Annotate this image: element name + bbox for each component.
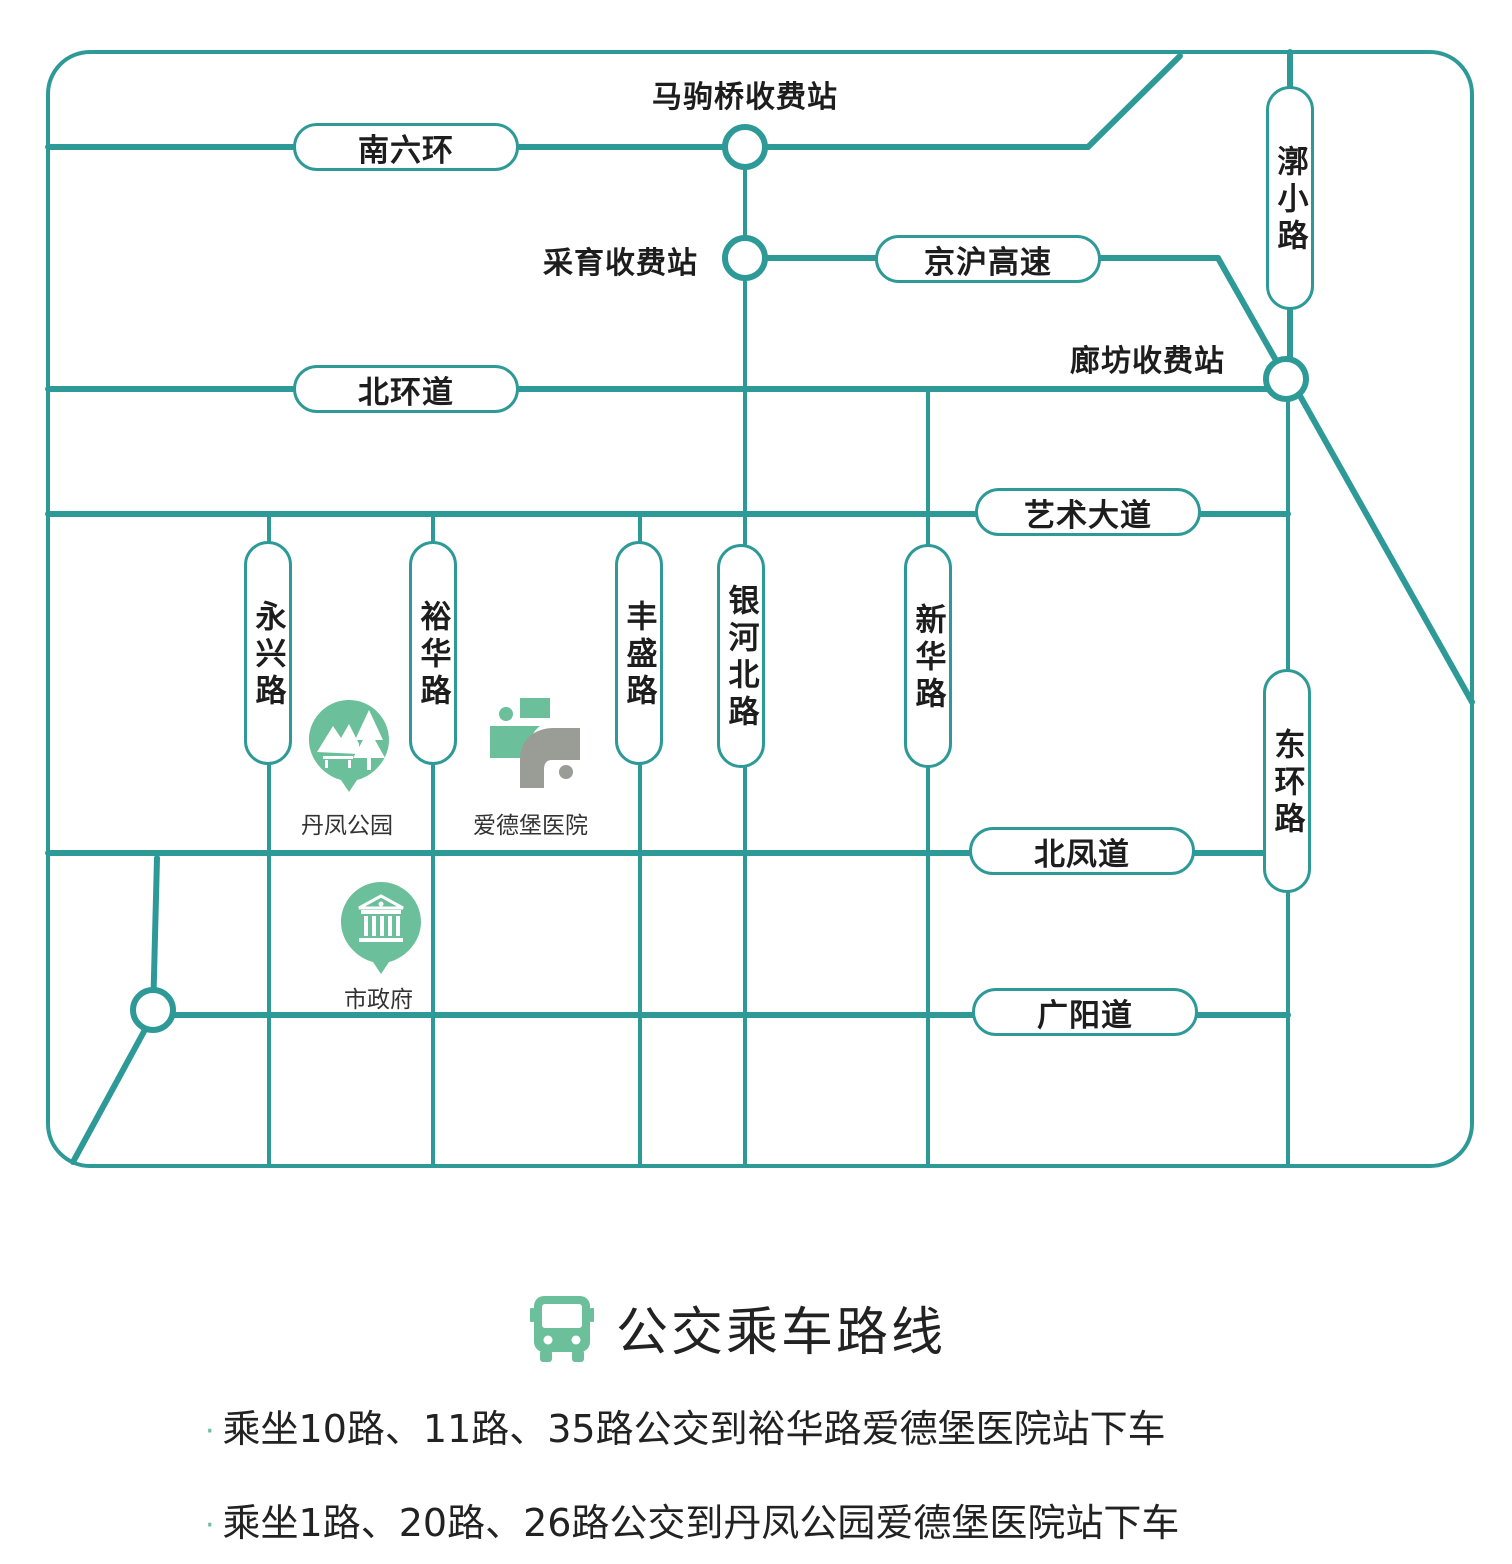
junction-southwest-marker [130, 987, 176, 1033]
legend-header: 公交乘车路线 [530, 1290, 946, 1365]
station-label-langfang: 廊坊收费站 [1070, 344, 1225, 379]
route-text-1: 乘坐10路、11路、35路公交到裕华路爱德堡医院站下车 [222, 1407, 1166, 1451]
station-langfang-marker [1263, 356, 1309, 402]
bus-icon [530, 1295, 594, 1362]
poi-label-government: 市政府 [344, 987, 413, 1013]
road-label-donghuanlu: 东环路 [1263, 669, 1311, 893]
road-southwest-diagonal [70, 1012, 156, 1165]
road-label-beihuandao: 北环道 [293, 365, 519, 413]
road-label-xinhualu: 新华路 [904, 544, 952, 768]
station-caiyu-marker [722, 235, 768, 281]
road-label-beifengdao: 北凤道 [969, 827, 1195, 875]
park-icon [309, 700, 389, 792]
legend-title: 公交乘车路线 [616, 1303, 947, 1363]
station-label-majuqiao: 马驹桥收费站 [652, 80, 838, 115]
road-label-nanliuhuan: 南六环 [293, 123, 519, 171]
hospital-logo-icon [490, 698, 580, 788]
poi-label-park: 丹凤公园 [301, 813, 393, 839]
road-label-yishudadao: 艺术大道 [975, 488, 1201, 536]
bus-route-legend: 公交乘车路线 ·乘坐10路、11路、35路公交到裕华路爱德堡医院站下车 ·乘坐1… [0, 1280, 1512, 1564]
road-map: 南六环 京沪高速 北环道 艺术大道 北凤道 广阳道 漷小路 永兴路 裕华路 丰盛… [45, 49, 1475, 1168]
route-text-2: 乘坐1路、20路、26路公交到丹凤公园爱德堡医院站下车 [222, 1501, 1180, 1545]
route-bullet: · [205, 1508, 215, 1543]
road-nanliuhuan-diagonal [1085, 53, 1183, 150]
station-majuqiao-marker [722, 124, 768, 170]
station-label-caiyu: 采育收费站 [543, 246, 698, 281]
road-label-yinhebeilu: 银河北路 [717, 544, 765, 768]
map-frame [46, 50, 1474, 1168]
road-langfang-diagonal [1287, 375, 1475, 705]
road-label-jinghu: 京沪高速 [875, 235, 1101, 283]
road-jinghu-diagonal [1215, 255, 1289, 381]
road-label-fengshenglu: 丰盛路 [615, 541, 663, 765]
poi-label-hospital: 爱德堡医院 [473, 813, 588, 839]
route-item-1: ·乘坐10路、11路、35路公交到裕华路爱德堡医院站下车 [205, 1398, 1166, 1453]
road-label-yongxinglu: 永兴路 [244, 541, 292, 765]
government-icon [341, 882, 421, 974]
route-item-2: ·乘坐1路、20路、26路公交到丹凤公园爱德堡医院站下车 [205, 1492, 1179, 1547]
route-bullet: · [205, 1414, 215, 1449]
road-label-liaoxiaolu: 漷小路 [1266, 86, 1314, 310]
road-label-guangyangdao: 广阳道 [972, 988, 1198, 1036]
road-label-yuhualu: 裕华路 [409, 541, 457, 765]
